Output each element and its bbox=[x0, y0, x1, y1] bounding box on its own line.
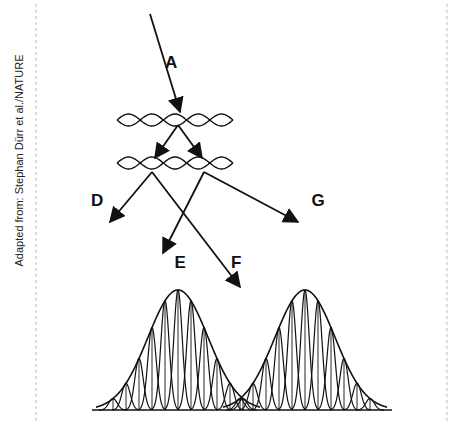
fringe-line bbox=[253, 383, 254, 410]
splitter-wave bbox=[117, 114, 233, 126]
fringe-line bbox=[318, 301, 319, 410]
fringe-line bbox=[178, 290, 179, 410]
interference-pattern bbox=[96, 290, 387, 410]
margin-line bbox=[36, 4, 37, 423]
margin-line bbox=[447, 4, 448, 423]
fringe-curve bbox=[239, 383, 267, 410]
splitter-wave bbox=[117, 114, 233, 126]
fringe-line bbox=[240, 399, 241, 410]
fringe-curve bbox=[252, 358, 280, 409]
fringe-curve bbox=[265, 328, 293, 410]
fringe-line bbox=[370, 399, 371, 410]
fringe-line bbox=[305, 290, 306, 410]
fringe-line bbox=[191, 301, 192, 410]
splitter-wave bbox=[117, 157, 233, 169]
fringe-curve bbox=[226, 399, 254, 410]
fringe-curve bbox=[356, 399, 384, 410]
beam-label: A bbox=[165, 54, 177, 71]
beam-splitter bbox=[117, 114, 233, 169]
fringe-curve bbox=[216, 383, 244, 410]
fringe-line bbox=[279, 328, 280, 410]
splitter-wave bbox=[117, 157, 233, 169]
fringe-line bbox=[331, 328, 332, 410]
fringe-curve bbox=[330, 358, 358, 409]
beam-label: E bbox=[175, 254, 186, 271]
beam-label: D bbox=[91, 192, 103, 209]
beam-label: G bbox=[312, 192, 325, 209]
beam-label: F bbox=[231, 254, 241, 271]
fringe-curve bbox=[203, 358, 231, 409]
source-credit: Adapted from: Stephan Dürr et al./NATURE bbox=[14, 54, 25, 266]
fringe-line bbox=[230, 383, 231, 410]
fringe-line bbox=[292, 301, 293, 410]
baseline bbox=[92, 409, 392, 410]
fringe-curve bbox=[138, 328, 166, 410]
fringe-line bbox=[357, 383, 358, 410]
fringe-line bbox=[217, 358, 218, 410]
fringe-line bbox=[266, 358, 267, 410]
fringe-line bbox=[126, 383, 127, 410]
fringe-curve bbox=[164, 290, 192, 410]
fringe-line bbox=[152, 328, 153, 410]
beam-arrow bbox=[110, 14, 298, 287]
fringe-line bbox=[139, 358, 140, 410]
fringe-curve bbox=[343, 383, 371, 410]
fringe-line bbox=[344, 358, 345, 410]
fringe-curve bbox=[99, 399, 127, 410]
fringe-line bbox=[204, 328, 205, 410]
fringe-curve bbox=[112, 383, 140, 410]
fringe-curve bbox=[125, 358, 153, 409]
fringe-line bbox=[165, 301, 166, 410]
fringe-curve bbox=[291, 290, 319, 410]
fringe-line bbox=[113, 399, 114, 410]
